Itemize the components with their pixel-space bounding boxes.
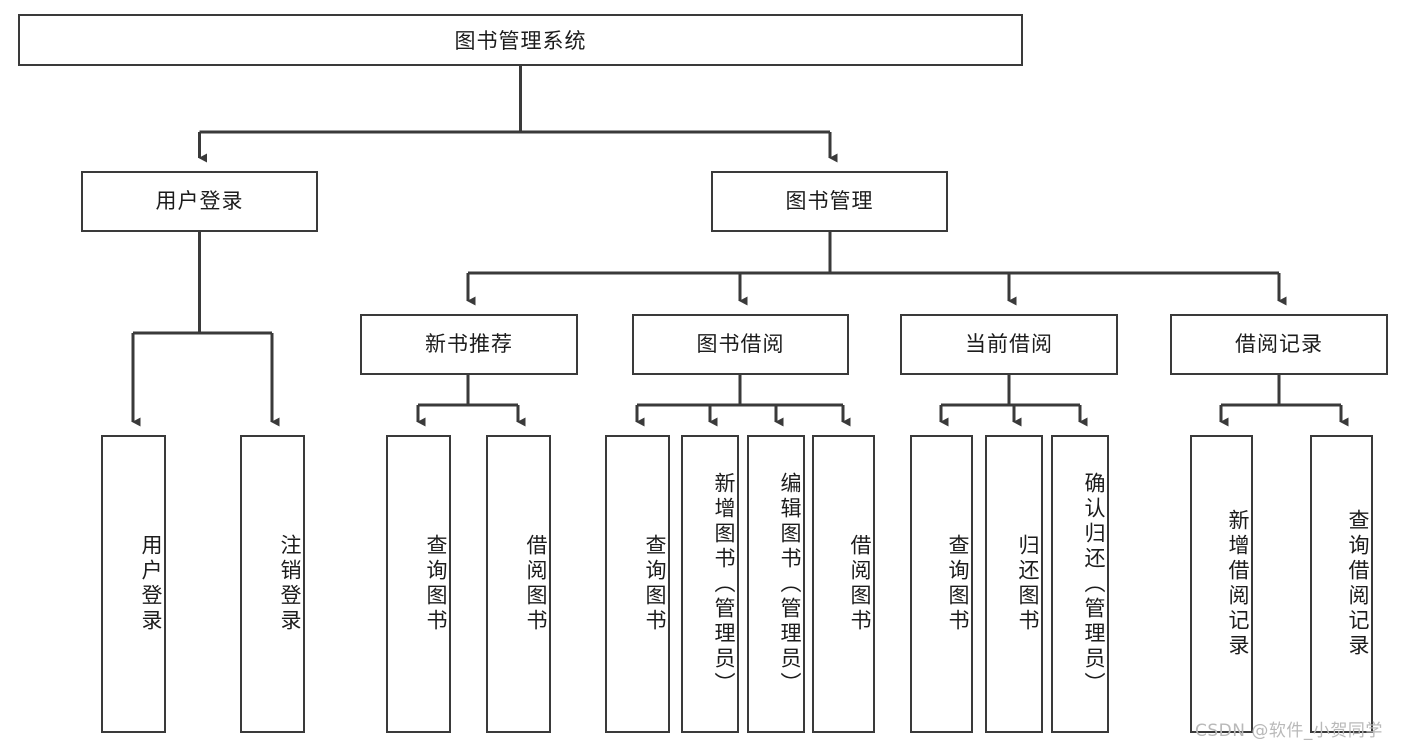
node-root[interactable]: 图书管理系统 xyxy=(18,14,1023,66)
leaf-query-record-label: 查询借阅记录 xyxy=(1346,509,1370,659)
leaf-query-book-2[interactable]: 查询图书 xyxy=(605,435,670,733)
node-book-borrow-label: 图书借阅 xyxy=(696,331,785,356)
leaf-query-book-3[interactable]: 查询图书 xyxy=(910,435,973,733)
node-user-login-label: 用户登录 xyxy=(155,188,244,213)
leaf-edit-book-label: 编辑图书（管理员） xyxy=(778,471,802,697)
csdn-watermark: CSDN @软件_小贺同学 xyxy=(1195,721,1383,741)
node-book-manage[interactable]: 图书管理 xyxy=(711,171,948,232)
node-borrow-record-label: 借阅记录 xyxy=(1235,331,1323,356)
leaf-confirm-return-label: 确认归还（管理员） xyxy=(1082,471,1106,697)
leaf-query-book-3-label: 查询图书 xyxy=(946,534,970,634)
leaf-borrow-book-2-label: 借阅图书 xyxy=(848,534,872,634)
leaf-return-book[interactable]: 归还图书 xyxy=(985,435,1043,733)
leaf-add-book-label: 新增图书（管理员） xyxy=(712,471,736,697)
leaf-confirm-return[interactable]: 确认归还（管理员） xyxy=(1051,435,1109,733)
leaf-query-book-1-label: 查询图书 xyxy=(424,534,448,634)
node-book-borrow[interactable]: 图书借阅 xyxy=(632,314,849,375)
node-new-book-rec[interactable]: 新书推荐 xyxy=(360,314,578,375)
leaf-add-book[interactable]: 新增图书（管理员） xyxy=(681,435,739,733)
leaf-return-book-label: 归还图书 xyxy=(1016,534,1040,634)
leaf-add-record[interactable]: 新增借阅记录 xyxy=(1190,435,1253,733)
node-current-borrow[interactable]: 当前借阅 xyxy=(900,314,1118,375)
leaf-query-book-2-label: 查询图书 xyxy=(643,534,667,634)
leaf-borrow-book-2[interactable]: 借阅图书 xyxy=(812,435,875,733)
leaf-user-login-label: 用户登录 xyxy=(139,534,163,634)
node-borrow-record[interactable]: 借阅记录 xyxy=(1170,314,1388,375)
node-new-book-rec-label: 新书推荐 xyxy=(425,331,513,356)
leaf-user-login[interactable]: 用户登录 xyxy=(101,435,166,733)
leaf-borrow-book-1[interactable]: 借阅图书 xyxy=(486,435,551,733)
leaf-edit-book[interactable]: 编辑图书（管理员） xyxy=(747,435,805,733)
node-root-label: 图书管理系统 xyxy=(454,29,587,53)
node-current-borrow-label: 当前借阅 xyxy=(965,331,1053,356)
leaf-borrow-book-1-label: 借阅图书 xyxy=(524,534,548,634)
node-user-login[interactable]: 用户登录 xyxy=(81,171,318,232)
leaf-logout-label: 注销登录 xyxy=(278,534,302,634)
leaf-logout[interactable]: 注销登录 xyxy=(240,435,305,733)
node-book-manage-label: 图书管理 xyxy=(785,188,874,213)
leaf-query-record[interactable]: 查询借阅记录 xyxy=(1310,435,1373,733)
leaf-query-book-1[interactable]: 查询图书 xyxy=(386,435,451,733)
leaf-add-record-label: 新增借阅记录 xyxy=(1226,509,1250,659)
